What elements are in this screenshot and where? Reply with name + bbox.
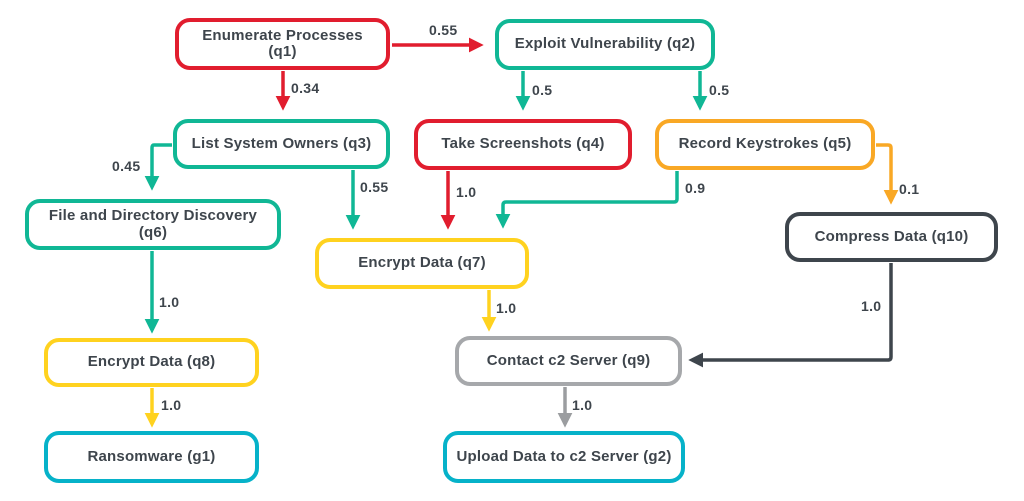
edge-q10-q9 [688,263,893,368]
node-encrypt-data-q7: Encrypt Data (q7) [315,238,529,289]
edge-label-q5-q10: 0.1 [899,181,920,197]
node-take-screenshots-q4: Take Screenshots (q4) [414,119,632,170]
edge-q3-q6 [144,143,172,191]
node-list-system-owners-q3: List System Owners (q3) [173,119,390,169]
edge-label-q1-q3: 0.34 [291,80,320,96]
node-file-and-directory-discovery-q6: File and Directory Discovery (q6) [25,199,281,250]
node-ransomware-g1: Ransomware (g1) [44,431,259,483]
edge-label-q3-q6: 0.45 [112,158,141,174]
edge-label-q5-q7: 0.9 [685,180,706,196]
edge-label-q4-q7: 1.0 [456,184,477,200]
edge-label-q9-g2: 1.0 [572,397,593,413]
edge-label-q7-q9: 1.0 [496,300,517,316]
edge-label-q8-g1: 1.0 [161,397,182,413]
node-enumerate-processes-q1: Enumerate Processes (q1) [175,18,390,70]
node-record-keystrokes-q5: Record Keystrokes (q5) [655,119,875,170]
edge-label-q3-q7: 0.55 [360,179,389,195]
node-encrypt-data-q8: Encrypt Data (q8) [44,338,259,387]
edge-label-q2-q5: 0.5 [709,82,730,98]
edge-label-q1-q2: 0.55 [429,22,458,38]
edge-label-q2-q4: 0.5 [532,82,553,98]
node-exploit-vulnerability-q2: Exploit Vulnerability (q2) [495,19,715,70]
node-compress-data-q10: Compress Data (q10) [785,212,998,262]
node-contact-c2-server-q9: Contact c2 Server (q9) [455,336,682,386]
node-upload-data-to-c2-server-g2: Upload Data to c2 Server (g2) [443,431,685,483]
edge-q5-q7 [495,171,679,229]
edge-label-q10-q9: 1.0 [861,298,882,314]
edge-q5-q10 [876,143,899,205]
edge-label-q6-q8: 1.0 [159,294,180,310]
